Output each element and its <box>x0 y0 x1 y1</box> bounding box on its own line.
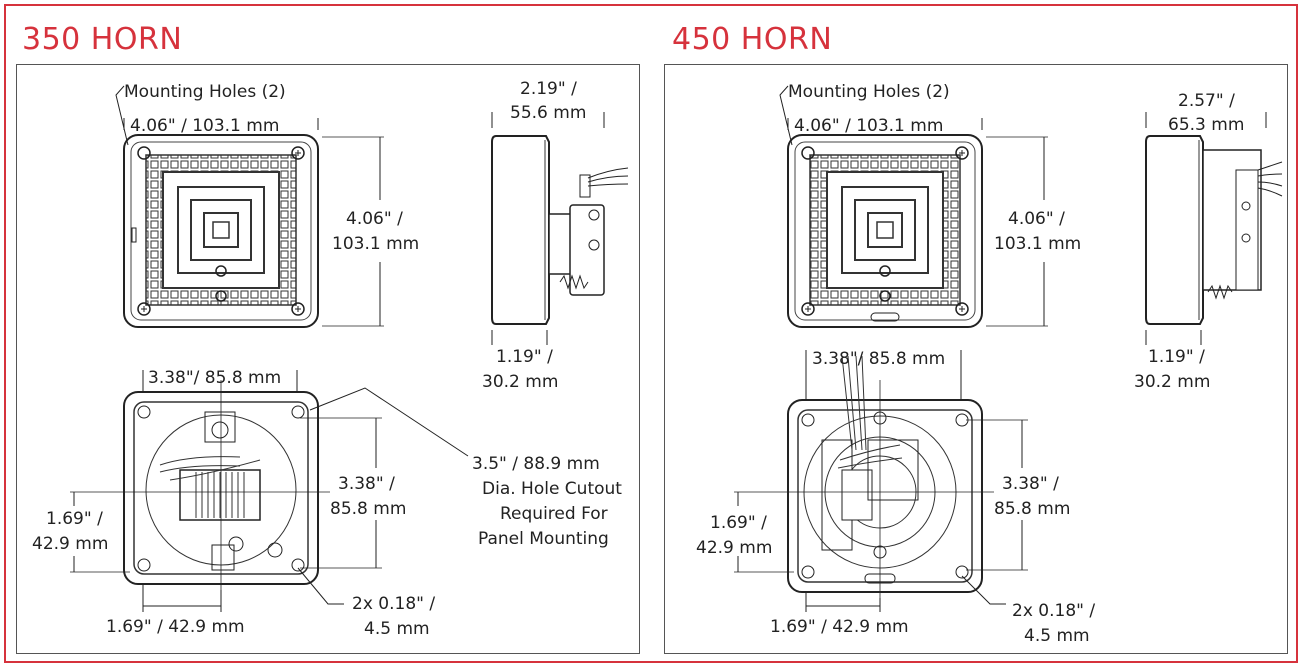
label-holes-350-a: 2x 0.18" / <box>352 594 435 614</box>
label-cutout-350-b: Dia. Hole Cutout <box>482 479 622 499</box>
label-cutout-350-c: Required For <box>500 504 608 524</box>
front-view-450 <box>787 134 983 328</box>
label-half-height-350-b: 42.9 mm <box>32 534 108 554</box>
label-holes-450-b: 4.5 mm <box>1024 626 1090 646</box>
label-front-height-450-a: 4.06" / <box>1008 209 1065 229</box>
panel-450: Mounting Holes (2) 4.06" / 103.1 mm 4.06… <box>696 82 1283 646</box>
label-back-width-450: 3.38"/ 85.8 mm <box>812 349 945 369</box>
label-side-flange-350-a: 1.19" / <box>496 347 553 367</box>
panel-title-350: 350 HORN <box>22 22 183 57</box>
label-side-flange-450-a: 1.19" / <box>1148 347 1205 367</box>
label-holes-450-a: 2x 0.18" / <box>1012 601 1095 621</box>
label-mounting-holes-450: Mounting Holes (2) <box>788 82 950 102</box>
label-half-width-350: 1.69" / 42.9 mm <box>106 617 245 637</box>
label-back-height-350-b: 85.8 mm <box>330 499 406 519</box>
label-cutout-350-d: Panel Mounting <box>478 529 609 549</box>
panel-title-450: 450 HORN <box>672 22 833 57</box>
label-back-height-350-a: 3.38" / <box>338 474 395 494</box>
label-side-depth-350-a: 2.19" / <box>520 79 577 99</box>
label-side-depth-350-b: 55.6 mm <box>510 103 586 123</box>
panel-450-frame <box>664 64 1288 654</box>
label-back-width-350: 3.38"/ 85.8 mm <box>148 368 281 388</box>
label-half-width-450: 1.69" / 42.9 mm <box>770 617 909 637</box>
label-cutout-350-a: 3.5" / 88.9 mm <box>472 454 600 474</box>
label-half-height-350-a: 1.69" / <box>46 509 103 529</box>
label-side-flange-350-b: 30.2 mm <box>482 372 558 392</box>
label-mounting-holes-350: Mounting Holes (2) <box>124 82 286 102</box>
back-view-450 <box>787 355 983 593</box>
side-view-350 <box>491 135 629 325</box>
label-back-height-450-b: 85.8 mm <box>994 499 1070 519</box>
label-side-flange-450-b: 30.2 mm <box>1134 372 1210 392</box>
panel-350-frame <box>16 64 640 654</box>
label-holes-350-b: 4.5 mm <box>364 619 430 639</box>
label-back-height-450-a: 3.38" / <box>1002 474 1059 494</box>
front-view-350 <box>123 134 319 328</box>
side-view-450 <box>1145 135 1283 325</box>
label-front-height-350-b: 103.1 mm <box>332 234 419 254</box>
label-front-width-350: 4.06" / 103.1 mm <box>130 116 279 136</box>
label-side-depth-450-a: 2.57" / <box>1178 91 1235 111</box>
label-side-depth-450-b: 65.3 mm <box>1168 115 1244 135</box>
label-front-height-450-b: 103.1 mm <box>994 234 1081 254</box>
outer-frame <box>4 4 1298 663</box>
label-front-width-450: 4.06" / 103.1 mm <box>794 116 943 136</box>
label-half-height-450-a: 1.69" / <box>710 513 767 533</box>
label-front-height-350-a: 4.06" / <box>346 209 403 229</box>
panel-350: Mounting Holes (2) 4.06" / 103.1 mm 4.06… <box>32 79 629 639</box>
label-half-height-450-b: 42.9 mm <box>696 538 772 558</box>
